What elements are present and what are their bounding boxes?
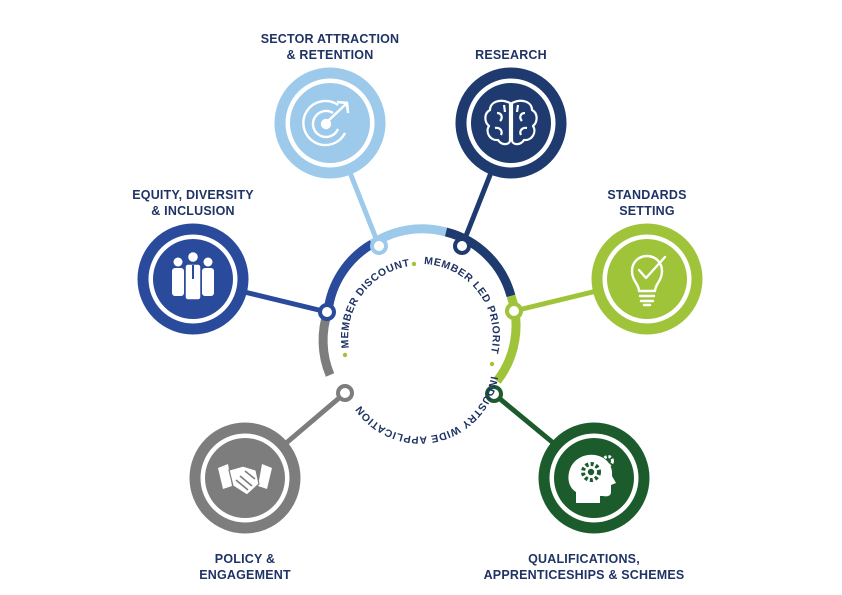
label-equity: EQUITY, DIVERSITY & INCLUSION [110,187,276,219]
label-policy-line-2: ENGAGEMENT [199,568,291,582]
node-equity [137,223,249,335]
label-sector-line-2: & RETENTION [286,48,374,62]
label-standards: STANDARDS SETTING [587,187,707,219]
junction-dot-equity [318,303,336,321]
connector-equity [235,287,328,315]
ring-separator-dot [411,261,417,267]
handshake-icon [218,464,272,496]
node-qualifications [538,422,650,534]
head-gears-icon [568,454,616,503]
label-standards-line-2: SETTING [619,204,675,218]
people-group-icon [172,250,214,301]
junction-dot-sector [370,237,388,255]
label-standards-line-1: STANDARDS [607,188,687,202]
label-qualifications-line-2: APPRENTICESHIPS & SCHEMES [483,568,685,582]
junction-dot-research [453,237,471,255]
label-equity-line-1: EQUITY, DIVERSITY [132,188,254,202]
connector-policy [276,391,347,452]
ring-segment-dark-navy [444,227,516,298]
connector-qualifications [492,392,565,453]
label-policy: POLICY & ENGAGEMENT [185,551,305,583]
node-sector [274,67,386,179]
ring-separator-dot [489,361,495,367]
label-research-line-1: RESEARCH [475,48,547,62]
target-arrow-icon [302,99,350,147]
node-research [455,67,567,179]
junction-dot-policy [336,384,354,402]
label-qualifications: QUALIFICATIONS, APPRENTICESHIPS & SCHEME… [474,551,694,583]
node-standards [591,223,703,335]
ring-segment-royal-blue [323,240,375,312]
ring-separator-dot [342,352,348,358]
junction-dots [318,237,523,403]
connector-standards [513,286,606,314]
label-qualifications-line-1: QUALIFICATIONS, [528,552,640,566]
node-policy [189,422,301,534]
label-policy-line-1: POLICY & [214,552,276,566]
brain-icon [484,99,538,146]
connectors [235,159,606,453]
node-fill-standards [607,239,687,319]
label-equity-line-2: & INCLUSION [151,204,235,218]
ring-text-industry-wide-application: INDUSTRY WIDE APPLICATION [353,375,500,445]
label-sector-line-1: SECTOR ATTRACTION [260,32,400,46]
label-research: RESEARCH [450,47,572,63]
label-sector: SECTOR ATTRACTION & RETENTION [245,31,415,63]
junction-dot-standards [505,302,523,320]
junction-dot-qualifications [485,385,503,403]
lightbulb-check-icon [630,254,667,307]
